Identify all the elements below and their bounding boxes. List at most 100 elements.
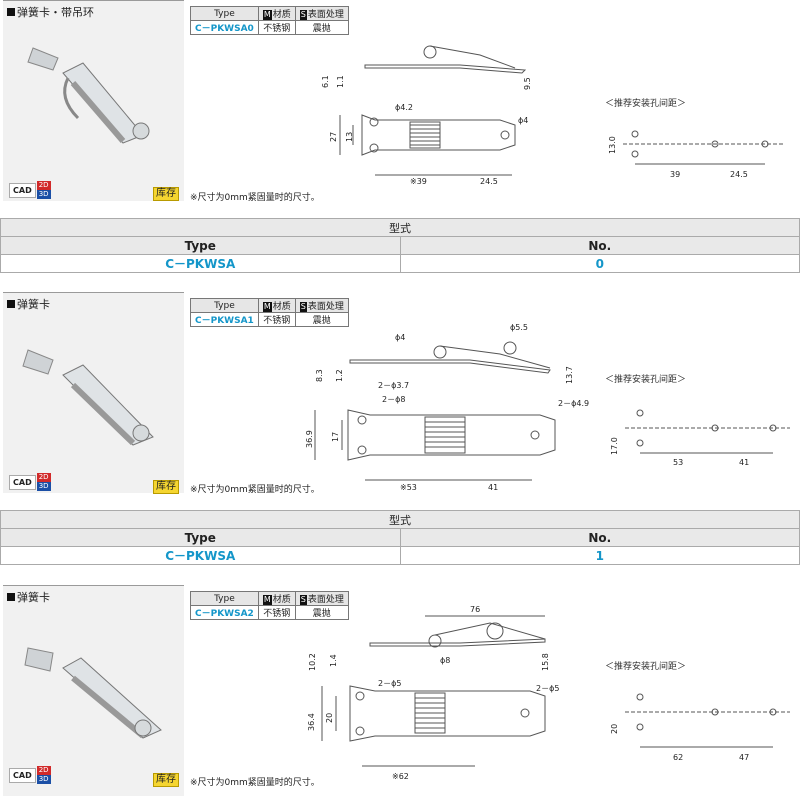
latch-photo xyxy=(27,47,150,144)
dim-label: ϕ5.5 xyxy=(510,323,528,332)
material-header-text: 材质 xyxy=(272,595,291,605)
stock-badge: 库存 xyxy=(153,773,179,787)
dim-label: ※53 xyxy=(400,483,417,492)
dim-label: 36.4 xyxy=(307,713,316,731)
type-value[interactable]: C－PKWSA xyxy=(0,546,401,565)
surface-mark-icon: S xyxy=(299,302,307,312)
dim-label: 2－ϕ3.7 xyxy=(378,381,409,390)
product-title: 弹簧卡・带吊环 xyxy=(7,4,94,20)
dim-label: 2－ϕ8 xyxy=(382,395,405,404)
square-bullet-icon xyxy=(7,8,15,16)
recommended-hole-spacing: ＜推荐安装孔间距＞ 13.0 39 24.5 xyxy=(605,96,795,193)
dim-label: 13 xyxy=(345,132,354,142)
dim-label: 2－ϕ5 xyxy=(536,684,559,693)
col-type: Type xyxy=(0,236,401,255)
dim-label: ※39 xyxy=(410,177,427,186)
surface-mark-icon: S xyxy=(299,10,307,20)
dim-label: 15.8 xyxy=(541,653,550,671)
no-value[interactable]: 1 xyxy=(399,546,800,565)
product-title-text: 弹簧卡 xyxy=(17,591,50,604)
technical-drawing: 6.1 1.1 9.5 ϕ4.2 ϕ4 27 13 ※39 24.5 xyxy=(321,45,532,186)
dim-label: 76 xyxy=(470,605,480,614)
dim-label: ※62 xyxy=(392,772,409,781)
dim-label: 41 xyxy=(739,458,749,467)
cad-label: CAD xyxy=(9,767,36,783)
recommend-label: ＜推荐安装孔间距＞ xyxy=(605,99,687,109)
dim-label: ϕ4.2 xyxy=(395,103,413,112)
technical-drawing: 76 ϕ8 10.2 1.4 15.8 2－ϕ5 2－ϕ5 36.4 20 ※6… xyxy=(307,605,559,781)
stock-badge: 库存 xyxy=(153,187,179,201)
material-header-text: 材质 xyxy=(272,10,291,20)
product-title-text: 弹簧卡・带吊环 xyxy=(17,6,94,19)
product-title: 弹簧卡 xyxy=(7,296,50,312)
material-header-text: 材质 xyxy=(272,302,291,312)
cad-3d-badge[interactable]: 3D xyxy=(36,482,51,491)
spec-header-type: Type xyxy=(190,591,259,606)
dim-label: 10.2 xyxy=(308,653,317,671)
col-no: No. xyxy=(399,236,800,255)
dim-label: 8.3 xyxy=(315,369,324,382)
hole-spacing-diagram: 20 62 47 xyxy=(610,693,790,762)
dim-label: 17 xyxy=(331,432,340,442)
material-mark-icon: M xyxy=(262,302,272,312)
cad-label: CAD xyxy=(9,182,36,198)
col-no: No. xyxy=(399,528,800,547)
cad-2d-badge[interactable]: 2D xyxy=(36,766,51,775)
material-mark-icon: M xyxy=(262,595,272,605)
surface-header-text: 表面处理 xyxy=(307,10,344,20)
latch-photo xyxy=(22,349,154,446)
square-bullet-icon xyxy=(7,300,15,308)
type-value[interactable]: C－PKWSA xyxy=(0,254,401,273)
spec-material: 不锈钢 xyxy=(257,20,296,35)
spec-surface: 震抛 xyxy=(294,20,349,35)
product-title: 弹簧卡 xyxy=(7,589,50,605)
product-title-text: 弹簧卡 xyxy=(17,298,50,311)
surface-header-text: 表面处理 xyxy=(307,302,344,312)
spec-header-type: Type xyxy=(190,298,259,313)
cad-2d-badge[interactable]: 2D xyxy=(36,473,51,482)
cad-3d-badge[interactable]: 3D xyxy=(36,775,51,784)
spec-surface: 震抛 xyxy=(294,605,349,620)
dimension-note: ※尺寸为0mm紧固量时的尺寸。 xyxy=(190,485,320,495)
no-value[interactable]: 0 xyxy=(399,254,800,273)
dim-label: ϕ4 xyxy=(518,116,528,125)
spec-material: 不锈钢 xyxy=(257,605,296,620)
dim-label: 13.0 xyxy=(608,136,617,154)
stock-badge: 库存 xyxy=(153,480,179,494)
surface-mark-icon: S xyxy=(299,595,307,605)
dimension-note: ※尺寸为0mm紧固量时的尺寸。 xyxy=(190,193,320,203)
hole-spacing-diagram: 17.0 53 41 xyxy=(610,409,790,467)
recommend-label: ＜推荐安装孔间距＞ xyxy=(605,375,687,385)
dim-label: 62 xyxy=(673,753,683,762)
spec-type-code[interactable]: C－PKWSA0 xyxy=(190,20,259,35)
cad-2d-badge[interactable]: 2D xyxy=(36,181,51,190)
latch-photo xyxy=(24,647,162,739)
dim-label: 13.7 xyxy=(565,366,574,384)
spec-type-code[interactable]: C－PKWSA1 xyxy=(190,312,259,327)
spec-type-code[interactable]: C－PKWSA2 xyxy=(190,605,259,620)
cad-3d-badge[interactable]: 3D xyxy=(36,190,51,199)
material-mark-icon: M xyxy=(262,10,272,20)
dim-label: 2－ϕ5 xyxy=(378,679,401,688)
hole-spacing-diagram: 13.0 39 24.5 xyxy=(608,130,785,179)
dim-label: 17.0 xyxy=(610,437,619,455)
recommended-hole-spacing: ＜推荐安装孔间距＞ 17.0 53 41 xyxy=(605,372,795,479)
dim-label: 39 xyxy=(670,170,680,179)
